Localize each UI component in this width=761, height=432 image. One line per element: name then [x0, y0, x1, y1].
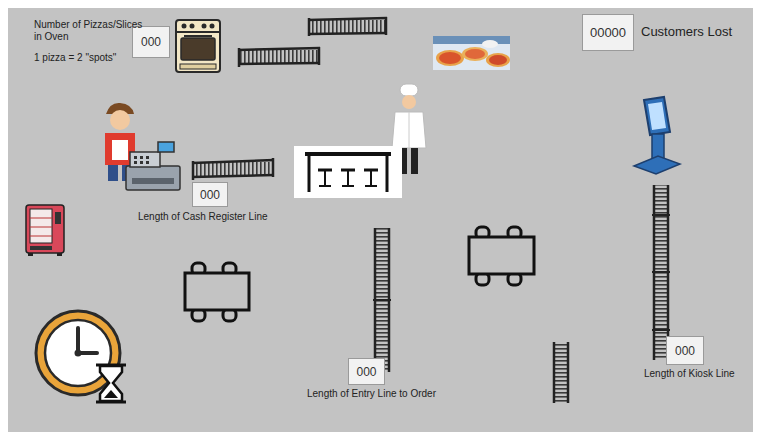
hourglass-icon [96, 365, 126, 402]
counter-box: 000 [348, 358, 385, 385]
counter-box: 000 [132, 26, 170, 58]
counter-box: 00000 [582, 14, 634, 51]
kiosk-icon [634, 97, 680, 174]
counter-value: 000 [672, 344, 698, 358]
counter-value: 00000 [587, 25, 629, 40]
queue-railing [308, 17, 387, 36]
pizza-photo [433, 36, 510, 70]
counter-value: 000 [353, 365, 379, 379]
caption-label: Length of Kiosk Line [644, 368, 735, 380]
caption-label: 1 pizza = 2 "spots" [34, 52, 116, 64]
counter-value: 000 [197, 188, 223, 202]
caption-label: Length of Entry Line to Order [307, 388, 436, 400]
vending-machine [26, 205, 64, 256]
queue-railing [238, 47, 320, 67]
dining-table [469, 227, 534, 285]
dining-table [185, 263, 249, 321]
counter-box: 000 [192, 182, 228, 207]
queue-railing [192, 158, 274, 180]
oven-icon [176, 20, 220, 72]
cash-register [126, 142, 180, 190]
bar-counter [294, 146, 402, 198]
caption-label: Customers Lost [641, 25, 732, 40]
queue-railing [373, 228, 391, 372]
counter-box: 000 [666, 336, 704, 365]
counter-value: 000 [138, 35, 164, 49]
floor [8, 8, 753, 432]
queue-railing [554, 342, 568, 403]
caption-label: Number of Pizzas/Slices in Oven [34, 19, 144, 42]
queue-railing [652, 185, 670, 360]
caption-label: Length of Cash Register Line [138, 211, 268, 223]
